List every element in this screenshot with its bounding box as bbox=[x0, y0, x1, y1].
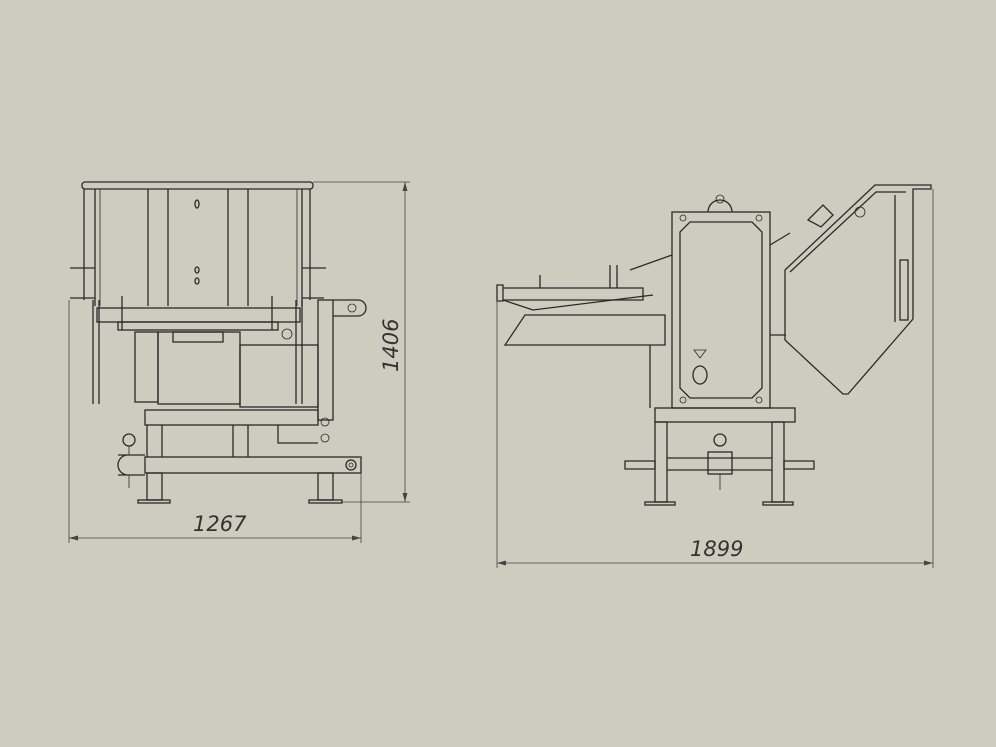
side-dimensions: 1899 bbox=[496, 189, 934, 568]
dimension-height: 1406 bbox=[379, 319, 403, 372]
dimension-length: 1899 bbox=[690, 537, 743, 561]
front-dimensions: 1406 1267 bbox=[68, 181, 410, 543]
side-view bbox=[496, 184, 932, 506]
front-view bbox=[70, 181, 367, 504]
dimension-width: 1267 bbox=[193, 512, 247, 536]
